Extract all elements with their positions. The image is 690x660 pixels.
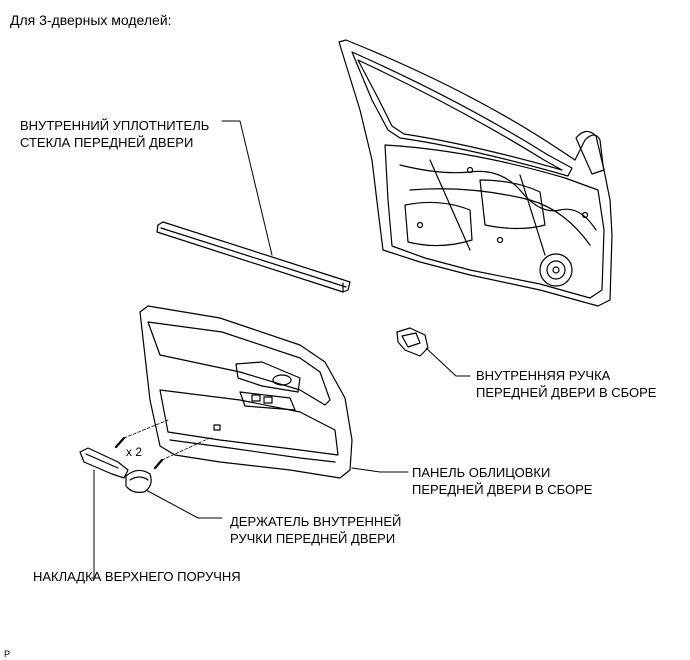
figure-code: P bbox=[4, 649, 11, 659]
trim-switch-3 bbox=[213, 424, 221, 431]
door-window-opening-inner bbox=[357, 59, 563, 171]
door-window-opening bbox=[351, 51, 573, 177]
inside-handle-part bbox=[396, 327, 429, 357]
label-glass-seal-line-1: ВНУТРЕННИЙ УПЛОТНИТЕЛЬ bbox=[20, 118, 210, 133]
mirror-mount bbox=[575, 130, 605, 175]
trim-switch-panel bbox=[239, 391, 296, 411]
screw-1-guide bbox=[123, 419, 169, 439]
door-speaker bbox=[539, 253, 573, 287]
label-glass-seal-line-2: СТЕКЛА ПЕРЕДНЕЙ ДВЕРИ bbox=[20, 135, 194, 150]
handle-holder-part bbox=[125, 469, 152, 493]
inside-handle-leader bbox=[425, 347, 471, 377]
handle-holder-edge bbox=[129, 476, 149, 481]
trim-panel-leader bbox=[351, 467, 409, 473]
label-handle-holder-line-1: ДЕРЖАТЕЛЬ ВНУТРЕННЕЙ bbox=[230, 514, 402, 529]
label-inside-handle-line-2: ПЕРЕДНЕЙ ДВЕРИ В СБОРЕ bbox=[476, 385, 657, 400]
door-wiring-harness bbox=[399, 164, 597, 231]
armrest-cover-edge bbox=[85, 453, 119, 469]
door-bolt-4 bbox=[466, 166, 474, 174]
door-trim-panel bbox=[139, 305, 353, 479]
label-handle-holder: ДЕРЖАТЕЛЬ ВНУТРЕННЕЙ РУЧКИ ПЕРЕДНЕЙ ДВЕР… bbox=[230, 513, 401, 547]
door-window-frame bbox=[338, 39, 613, 307]
door-bolt bbox=[416, 221, 424, 229]
label-inside-handle-line-1: ВНУТРЕННЯЯ РУЧКА bbox=[476, 368, 611, 383]
handle-holder-body bbox=[125, 469, 152, 493]
handle-holder-leader bbox=[145, 489, 223, 519]
label-trim-panel: ПАНЕЛЬ ОБЛИЦОВКИ ПЕРЕДНЕЙ ДВЕРИ В СБОРЕ bbox=[412, 464, 592, 498]
label-handle-holder-line-2: РУЧКИ ПЕРЕДНЕЙ ДВЕРИ bbox=[230, 531, 396, 546]
screw-2-guide bbox=[161, 436, 213, 461]
trim-panel-upper bbox=[147, 321, 331, 406]
screw-1 bbox=[114, 436, 126, 449]
door-regulator-rail bbox=[429, 159, 546, 256]
door-service-hole-2 bbox=[479, 179, 546, 230]
screws bbox=[114, 419, 213, 470]
glass-seal-edge bbox=[160, 227, 347, 288]
inside-handle-lever bbox=[401, 332, 421, 348]
trim-switch bbox=[251, 394, 261, 402]
trim-panel-pocket bbox=[169, 439, 336, 463]
inside-handle-body bbox=[396, 327, 429, 357]
door-service-hole bbox=[404, 201, 473, 247]
label-trim-panel-line-1: ПАНЕЛЬ ОБЛИЦОВКИ bbox=[412, 465, 551, 480]
label-armrest-cover-line-1: НАКЛАДКА ВЕРХНЕГО ПОРУЧНЯ bbox=[33, 569, 241, 584]
glass-seal-strip bbox=[156, 221, 351, 293]
glass-seal-leader bbox=[221, 120, 273, 256]
trim-handle-lever bbox=[272, 374, 292, 386]
glass-seal bbox=[156, 221, 351, 293]
door-bolt-3 bbox=[581, 211, 589, 219]
label-inside-handle: ВНУТРЕННЯЯ РУЧКА ПЕРЕДНЕЙ ДВЕРИ В СБОРЕ bbox=[476, 367, 656, 401]
screw-quantity-label: x 2 bbox=[126, 445, 143, 459]
door-speaker-hub bbox=[552, 266, 560, 274]
trim-panel-outline bbox=[139, 305, 353, 479]
label-armrest-cover: НАКЛАДКА ВЕРХНЕГО ПОРУЧНЯ bbox=[33, 568, 241, 585]
door-speaker-inner bbox=[546, 260, 566, 280]
armrest-cover-leader bbox=[91, 469, 95, 579]
screw-2 bbox=[153, 458, 164, 470]
door-frame bbox=[338, 39, 613, 307]
armrest-cover-part bbox=[79, 447, 129, 479]
label-glass-seal: ВНУТРЕННИЙ УПЛОТНИТЕЛЬ СТЕКЛА ПЕРЕДНЕЙ Д… bbox=[20, 117, 209, 151]
trim-handle-bezel bbox=[235, 361, 301, 393]
door-bolt-2 bbox=[496, 236, 504, 244]
trim-switch-2 bbox=[263, 396, 273, 404]
page-heading: Для 3-дверных моделей: bbox=[10, 12, 172, 28]
door-lock-rod bbox=[409, 188, 591, 246]
trim-panel-armrest bbox=[159, 389, 339, 456]
armrest-cover-body bbox=[79, 447, 129, 479]
label-trim-panel-line-2: ПЕРЕДНЕЙ ДВЕРИ В СБОРЕ bbox=[412, 482, 593, 497]
door-inner-panel bbox=[384, 144, 605, 299]
